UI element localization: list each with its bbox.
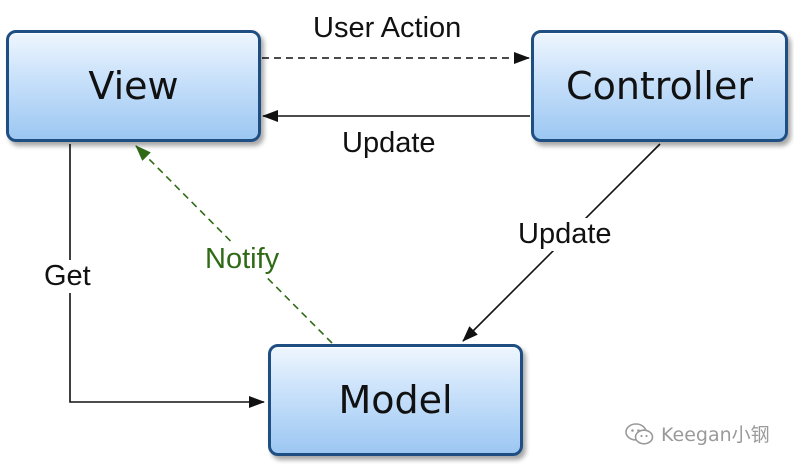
- user-action-label: User Action: [313, 12, 462, 44]
- wechat-icon: [625, 422, 655, 446]
- watermark-text: Keegan小钢: [661, 424, 770, 446]
- notify-label: Notify: [203, 243, 282, 276]
- controller-label: Controller: [566, 64, 753, 108]
- update-to-model-label: Update: [516, 218, 614, 251]
- view-label: View: [88, 64, 179, 108]
- controller-node: Controller: [531, 30, 788, 142]
- model-label: Model: [338, 378, 453, 422]
- update-to-view-label: Update: [342, 127, 436, 159]
- model-node: Model: [268, 344, 523, 456]
- view-node: View: [6, 30, 261, 142]
- watermark: Keegan小钢: [625, 420, 770, 447]
- get-arrow: [69, 144, 265, 408]
- get-label: Get: [42, 260, 93, 293]
